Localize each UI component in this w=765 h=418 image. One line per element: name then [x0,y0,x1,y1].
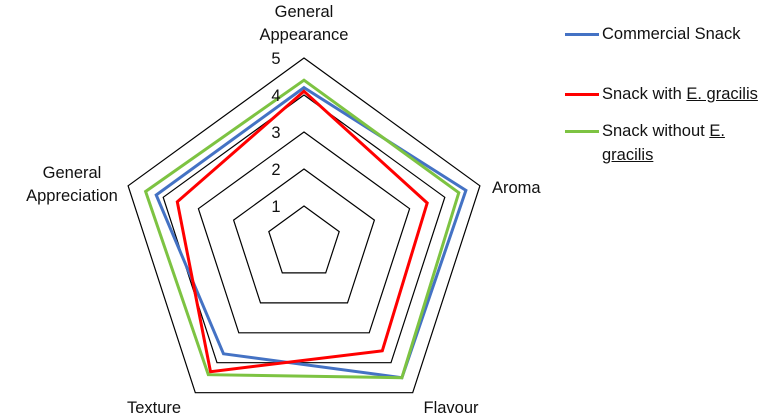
legend-label: Snack without E. gracilis [602,122,725,164]
legend-label: Commercial Snack [602,25,741,43]
grid-ring-3 [197,131,411,334]
tick-label-5: 5 [271,50,280,68]
series-line-commercial-snack [154,85,468,380]
series-layer [143,78,468,380]
grid-ring-4 [162,94,446,364]
axis-label-texture: Texture [127,399,181,417]
legend-swatch [565,93,599,96]
legend-swatch [565,130,599,133]
series-line-snack-with-e-gracilis [175,89,429,374]
legend-label: Snack with E. gracilis [602,85,758,103]
legend: Commercial Snack Snack with E. gracilis … [565,22,760,167]
legend-item-commercial-snack: Commercial Snack [565,22,760,46]
tick-label-1: 1 [271,198,280,216]
series-line-snack-without-e-gracilis [143,78,461,380]
tick-label-4: 4 [271,87,280,105]
axis-label-flavour: Flavour [423,399,479,417]
axis-label-aroma: Aroma [492,179,541,197]
grid-layer [127,57,481,394]
legend-item-snack-with-e-gracilis: Snack with E. gracilis [565,82,760,106]
legend-item-snack-without-e-gracilis: Snack without E. gracilis [565,119,760,167]
tick-label-3: 3 [271,124,280,142]
grid-ring-2 [232,168,376,304]
grid-ring-5 [127,57,481,394]
grid-ring-1 [268,205,340,274]
tick-labels: 1 2 3 4 5 [271,50,280,216]
legend-swatch [565,33,599,36]
tick-label-2: 2 [271,161,280,179]
